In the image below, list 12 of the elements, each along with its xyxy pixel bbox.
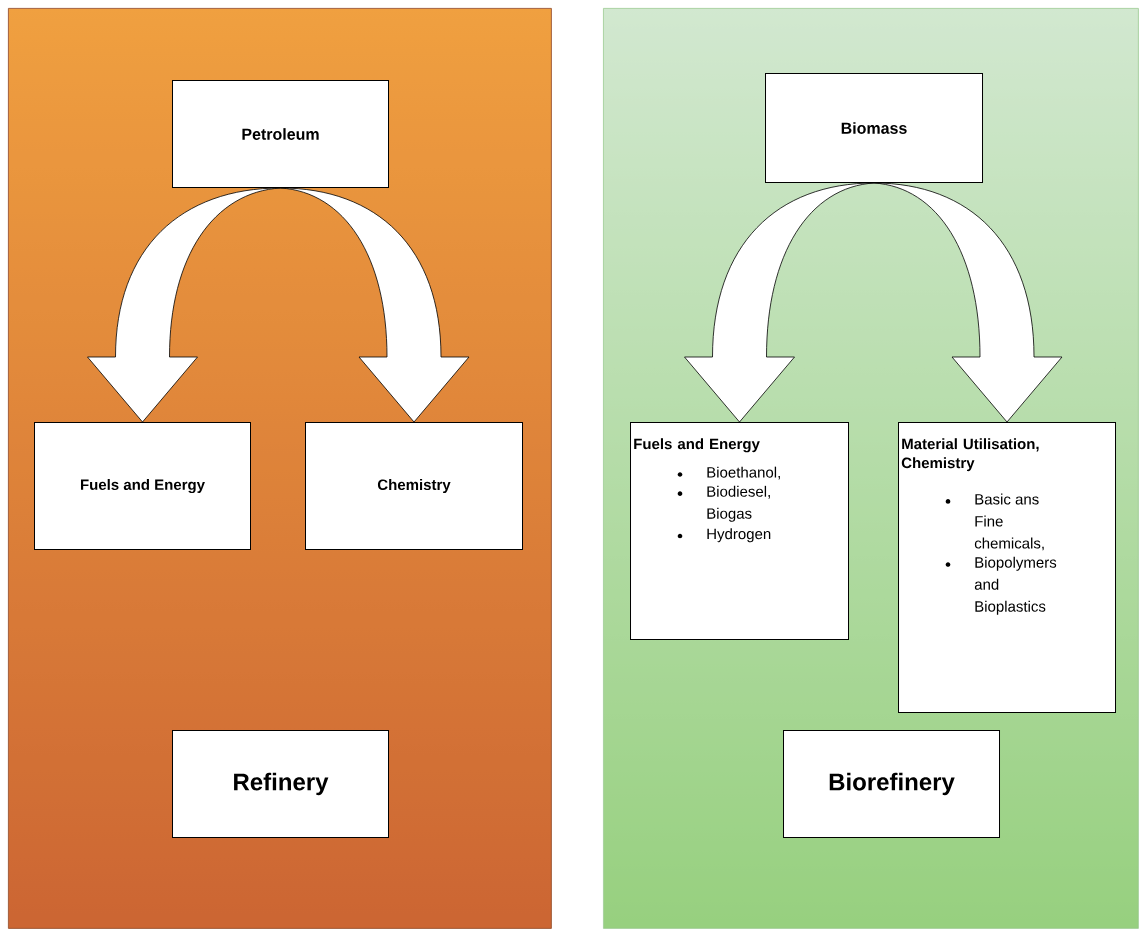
curved-block-arrow <box>87 187 281 423</box>
text-box: Biomass <box>765 73 983 183</box>
text-box: Fuels and Energy <box>34 422 251 550</box>
text-box: Chemistry <box>305 422 523 550</box>
text-box: Petroleum <box>172 80 389 188</box>
text-box: Biorefinery <box>783 730 1000 838</box>
text-box: Fuels and Energy Bioethanol, Biodiesel, Biogas Hydrogen <box>630 422 849 640</box>
curved-block-arrow <box>684 182 875 423</box>
curved-block-arrow <box>873 182 1063 423</box>
text-box: Refinery <box>172 730 389 838</box>
text-box: Material Utilisation, Chemistry Basic ans Fine chemicals, Biopolymers and Bioplastics <box>898 422 1116 713</box>
curved-block-arrow <box>280 187 470 423</box>
